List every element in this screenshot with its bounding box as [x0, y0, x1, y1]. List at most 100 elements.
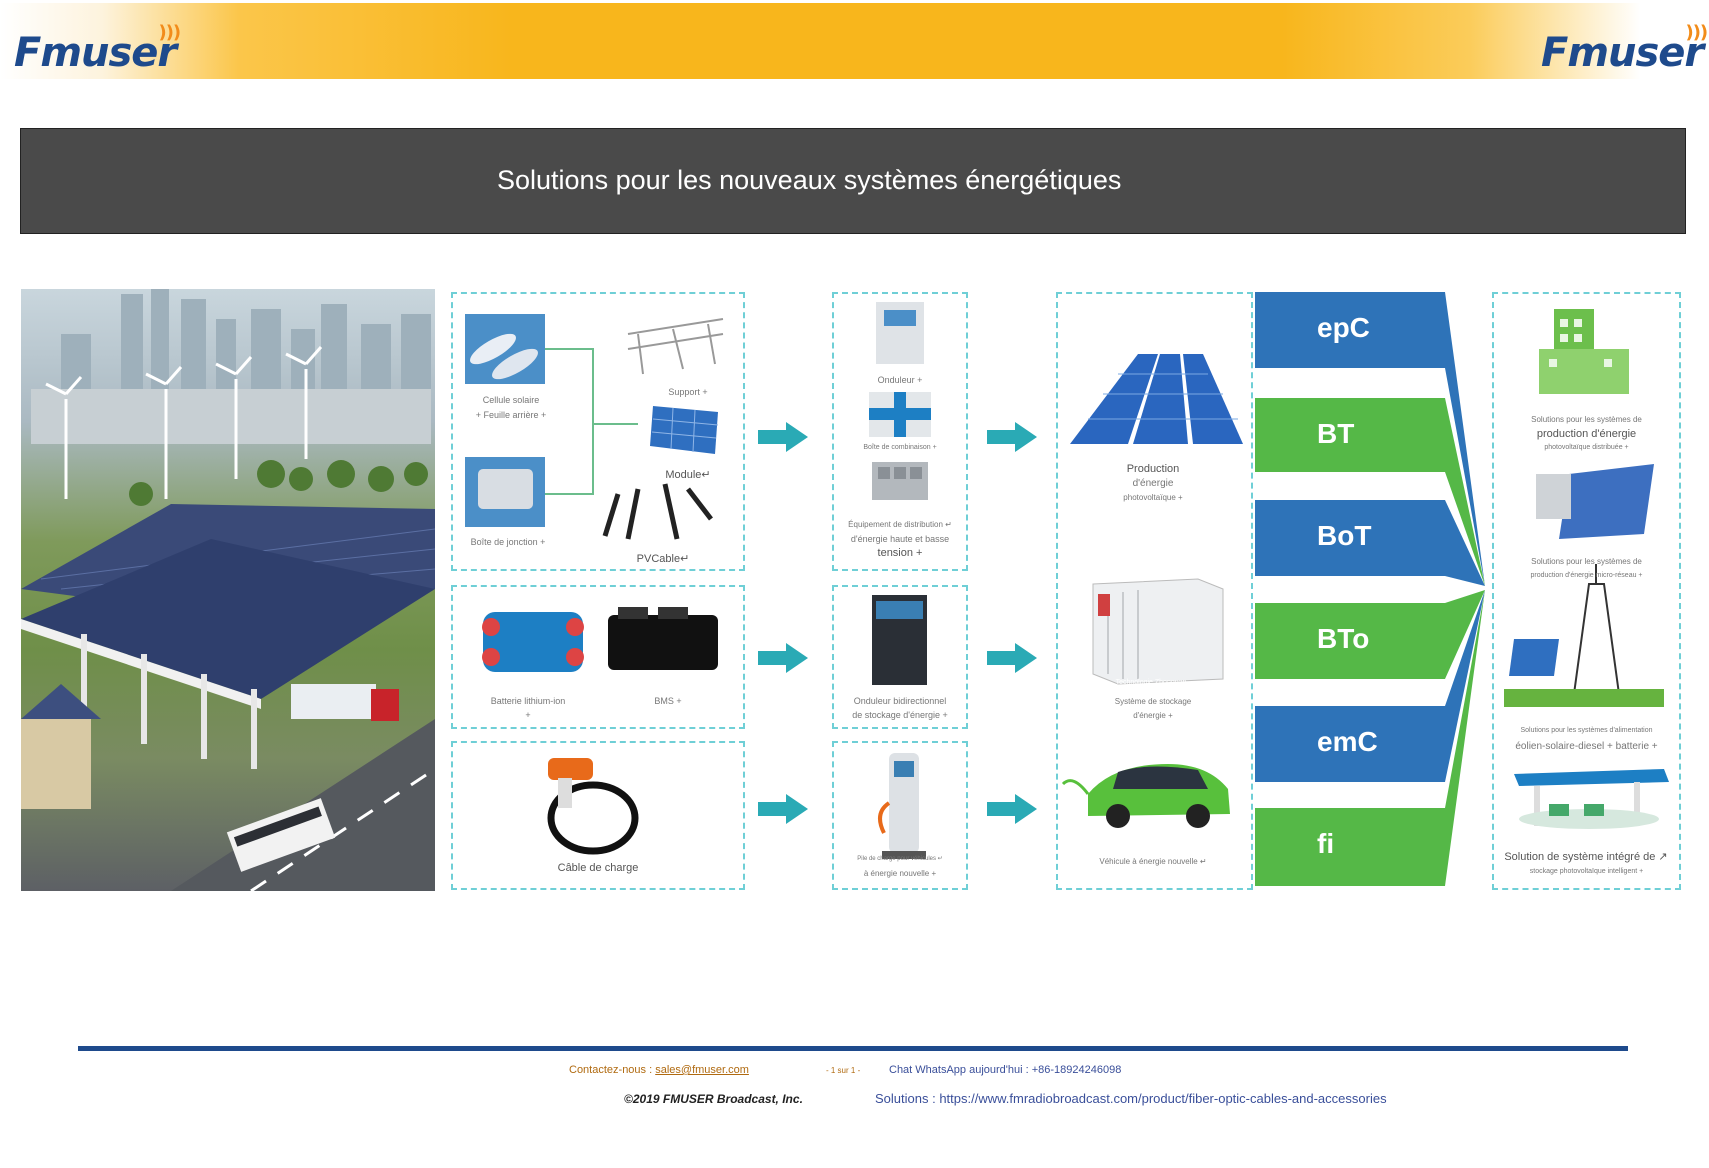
pv-module-icon — [650, 406, 718, 454]
business-model-arrows — [1255, 290, 1495, 890]
caption-container-label: Technologie Zhongnan — [1076, 678, 1226, 688]
caption-pvcable: PVCable↵ — [618, 552, 708, 567]
page-number: - 1 sur 1 - — [826, 1066, 860, 1075]
caption-batterie-plus: + — [478, 709, 578, 722]
panel-battery: Batterie lithium-ion + BMS + — [451, 585, 745, 729]
pv-field-icon — [1070, 354, 1243, 444]
caption-s4-1: Solution de système intégré de ↗ — [1496, 850, 1676, 865]
wind-solar-diesel-icon — [1504, 564, 1664, 707]
caption-equipement-3: tension + — [839, 546, 961, 561]
logo-right-text: Fmuser — [1541, 30, 1703, 76]
caption-pile-2: à énergie nouvelle + — [839, 868, 961, 879]
arrow-right-icon — [758, 643, 808, 673]
caption-s2-2: production d'énergie micro-réseau + — [1499, 571, 1674, 581]
charging-pile-graphic — [834, 743, 966, 888]
support-icon — [628, 319, 723, 374]
footer-divider — [78, 1046, 1628, 1051]
city-solar-illustration — [21, 289, 435, 891]
email-link[interactable]: sales@fmuser.com — [655, 1064, 749, 1076]
caption-boite-jonction: Boîte de jonction + — [463, 536, 553, 549]
panel-inverter: Onduleur + Boîte de combinaison + Équipe… — [832, 292, 968, 571]
arrow-right-icon — [987, 422, 1037, 452]
title-bar: Solutions pour les nouveaux systèmes éne… — [20, 128, 1686, 234]
band-bto: BTo — [1259, 603, 1444, 681]
caption-cellule: Cellule solaire — [471, 394, 551, 407]
applications-graphic — [1058, 294, 1251, 888]
footer-whatsapp: Chat WhatsApp aujourd'hui : +86-18924246… — [889, 1064, 1121, 1076]
contact-label: Contactez-nous : — [569, 1064, 655, 1076]
caption-s3-2: éolien-solaire-diesel + batterie + — [1499, 740, 1674, 754]
solutions-graphic — [1494, 294, 1679, 888]
junction-box-icon — [465, 457, 545, 527]
band-epc: epC — [1259, 292, 1444, 370]
caption-stockage-1: Système de stockage — [1078, 696, 1228, 707]
caption-vehicule: Véhicule à énergie nouvelle ↵ — [1068, 856, 1238, 867]
combiner-box-icon — [869, 392, 931, 437]
solar-components-graphic — [453, 294, 743, 569]
band-emc-label: emC — [1317, 726, 1378, 758]
caption-onduleur-bidir-1: Onduleur bidirectionnel — [839, 695, 961, 708]
ev-car-icon — [1063, 764, 1230, 828]
solutions-label: Solutions : — [875, 1091, 939, 1106]
panel-applications: Technologie Zhongnan Production d'énergi… — [1056, 292, 1253, 890]
header-banner — [0, 3, 1709, 79]
caption-batterie: Batterie lithium-ion — [478, 695, 578, 708]
band-bt: BT — [1259, 398, 1444, 476]
arrow-right-icon — [758, 794, 808, 824]
lithium-battery-icon — [482, 612, 584, 672]
caption-s4-2: stockage photovoltaïque intelligent + — [1499, 867, 1674, 877]
signal-icon: ))) — [1685, 22, 1707, 43]
microgrid-panel-icon — [1536, 464, 1654, 539]
signal-icon: ))) — [158, 22, 180, 43]
caption-onduleur-bidir-2: de stockage d'énergie + — [839, 709, 961, 722]
caption-s1-3: photovoltaïque distribuée + — [1499, 443, 1674, 453]
band-bt-label: BT — [1317, 418, 1354, 450]
caption-cable-charge: Câble de charge — [523, 861, 673, 876]
band-fi: fi — [1259, 808, 1444, 886]
band-bot-label: BoT — [1317, 520, 1371, 552]
charging-cable-icon — [548, 758, 635, 851]
caption-stockage-2: d'énergie + — [1078, 710, 1228, 721]
caption-module: Module↵ — [648, 468, 728, 483]
charging-pile-icon — [880, 753, 926, 859]
inverter-icon — [876, 302, 924, 364]
logo-left[interactable]: Fmuser))) — [14, 30, 176, 76]
caption-equipement-2: d'énergie haute et basse — [839, 533, 961, 546]
pv-storage-station-icon — [1514, 769, 1669, 829]
bms-icon — [608, 607, 718, 670]
pv-cable-icon — [605, 484, 711, 539]
panel-bidirectional-inverter: Onduleur bidirectionnel de stockage d'én… — [832, 585, 968, 729]
band-emc: emC — [1259, 706, 1444, 784]
logo-right[interactable]: Fmuser))) — [1541, 30, 1703, 76]
city-illustration-graphic — [21, 289, 435, 891]
solutions-link[interactable]: https://www.fmradiobroadcast.com/product… — [939, 1091, 1386, 1106]
caption-production-3: photovoltaïque + — [1098, 492, 1208, 503]
logo-left-text: Fmuser — [14, 30, 176, 76]
solar-cell-icon — [465, 314, 545, 385]
panel-solutions: Solutions pour les systèmes de productio… — [1492, 292, 1681, 890]
distribution-equipment-icon — [872, 462, 928, 500]
caption-s3-1: Solutions pour les systèmes d'alimentati… — [1499, 726, 1674, 736]
arrow-right-icon — [987, 643, 1037, 673]
bidirectional-inverter-icon — [872, 595, 927, 685]
band-fi-label: fi — [1317, 828, 1334, 860]
caption-bms: BMS + — [618, 695, 718, 708]
caption-production-2: d'énergie — [1098, 477, 1208, 491]
caption-production-1: Production — [1098, 462, 1208, 477]
caption-feuille: + Feuille arrière + — [471, 409, 551, 422]
caption-boite-combinaison: Boîte de combinaison + — [844, 443, 956, 453]
arrow-right-icon — [987, 794, 1037, 824]
caption-pile-1: Pile de charge pour véhicules ↵ — [839, 855, 961, 863]
page-title: Solutions pour les nouveaux systèmes éne… — [497, 165, 1121, 196]
connector-lines — [545, 349, 638, 494]
band-epc-label: epC — [1317, 312, 1370, 344]
panel-charging-pile: Pile de charge pour véhicules ↵ à énergi… — [832, 741, 968, 890]
arrow-right-icon — [758, 422, 808, 452]
storage-container-icon — [1093, 579, 1223, 684]
band-bot: BoT — [1259, 500, 1444, 578]
caption-onduleur: Onduleur + — [844, 374, 956, 387]
caption-s1-2: production d'énergie — [1499, 427, 1674, 442]
green-building-icon — [1539, 309, 1629, 394]
caption-s2-1: Solutions pour les systèmes de — [1499, 556, 1674, 567]
caption-equipement-1: Équipement de distribution ↵ — [839, 519, 961, 530]
